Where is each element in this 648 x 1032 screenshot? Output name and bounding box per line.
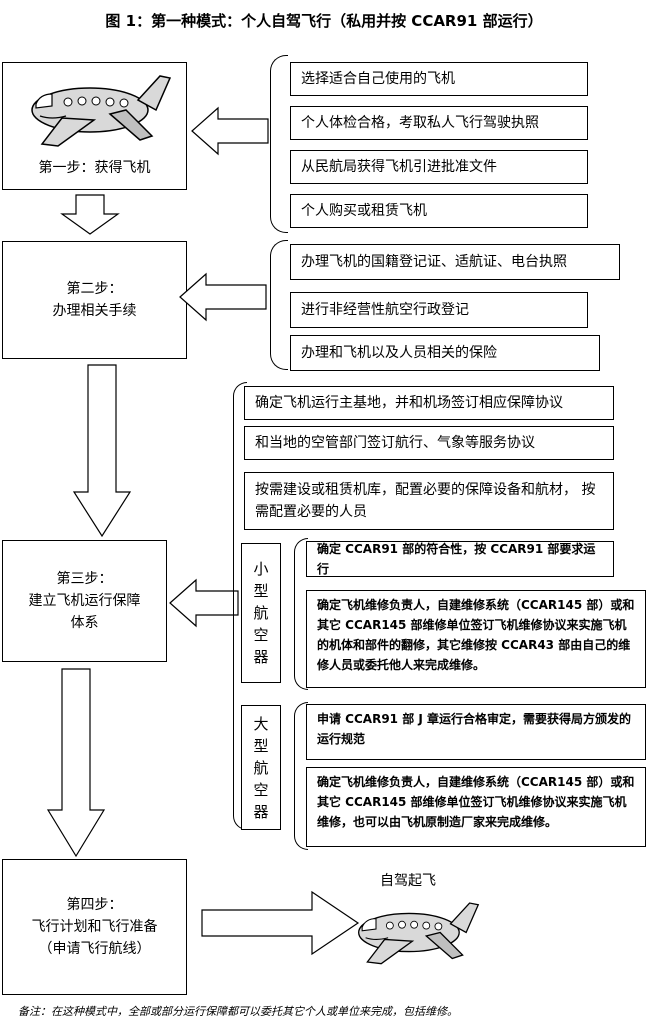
small-aircraft-item-2: 确定飞机维修负责人，自建维修系统（CCAR145 部）或和其它 CCAR145 … [306,590,646,688]
brace-step-2 [270,240,288,370]
step-1-label: 第一步：获得飞机 [38,160,151,176]
airplane-icon [31,75,172,147]
step-3-label-1: 第三步： [56,571,113,587]
step-4-label-3: （申请飞行航线） [38,941,151,957]
step-2-item-1: 办理飞机的国籍登记证、适航证、电台执照 [290,244,620,280]
step-1-item-4: 个人购买或租赁飞机 [290,194,588,228]
large-aircraft-text: 大型航空器 [253,714,269,821]
arrow-left-2 [179,272,267,322]
brace-step-1 [270,55,288,233]
arrow-down-3 [46,668,106,858]
step-3-label-3: 体系 [70,615,99,631]
step-3-box: 第三步： 建立飞机运行保障 体系 [2,540,167,662]
step-2-item-2: 进行非经营性航空行政登记 [290,292,588,328]
small-aircraft-item-1: 确定 CCAR91 部的符合性，按 CCAR91 部要求运行 [306,541,614,577]
small-aircraft-text: 小型航空器 [253,560,269,666]
footnote: 备注：在这种模式中，全部或部分运行保障都可以委托其它个人或单位来完成，包括维修。 [18,1005,458,1018]
step-1-item-2: 个人体检合格，考取私人飞行驾驶执照 [290,106,588,140]
page-title: 图 1：第一种模式：个人自驾飞行（私用并按 CCAR91 部运行） [105,12,543,30]
step-3-item-3: 按需建设或租赁机库，配置必要的保障设备和航材， 按需配置必要的人员 [244,472,614,530]
step-3-label-2: 建立飞机运行保障 [28,593,141,609]
step-1-item-1: 选择适合自己使用的飞机 [290,62,588,96]
step-1-item-3: 从民航局获得飞机引进批准文件 [290,150,588,184]
step-4-label-1: 第四步： [66,897,123,913]
small-aircraft-label: 小型航空器 [241,543,281,683]
arrow-down-1 [60,194,120,235]
step-3-item-2: 和当地的空管部门签订航行、气象等服务协议 [244,426,614,460]
airplane-takeoff-icon [358,902,480,965]
step-4-box: 第四步： 飞行计划和飞行准备 （申请飞行航线） [2,859,187,995]
step-3-item-1: 确定飞机运行主基地，并和机场签订相应保障协议 [244,386,614,420]
step-2-label-2: 办理相关手续 [52,303,137,319]
arrow-right-final [201,890,360,956]
arrow-left-3 [169,578,239,628]
end-label: 自驾起飞 [380,873,436,889]
arrow-down-2 [72,364,132,538]
large-aircraft-item-1: 申请 CCAR91 部 J 章运行合格审定，需要获得局方颁发的运行规范 [306,704,646,760]
large-aircraft-label: 大型航空器 [241,705,281,830]
step-2-box: 第二步： 办理相关手续 [2,241,187,359]
step-2-label-1: 第二步： [66,281,123,297]
step-4-label-2: 飞行计划和飞行准备 [31,919,158,935]
large-aircraft-item-2: 确定飞机维修负责人，自建维修系统（CCAR145 部）或和其它 CCAR145 … [306,767,646,847]
step-2-item-3: 办理和飞机以及人员相关的保险 [290,335,600,371]
arrow-left-1 [191,106,269,156]
